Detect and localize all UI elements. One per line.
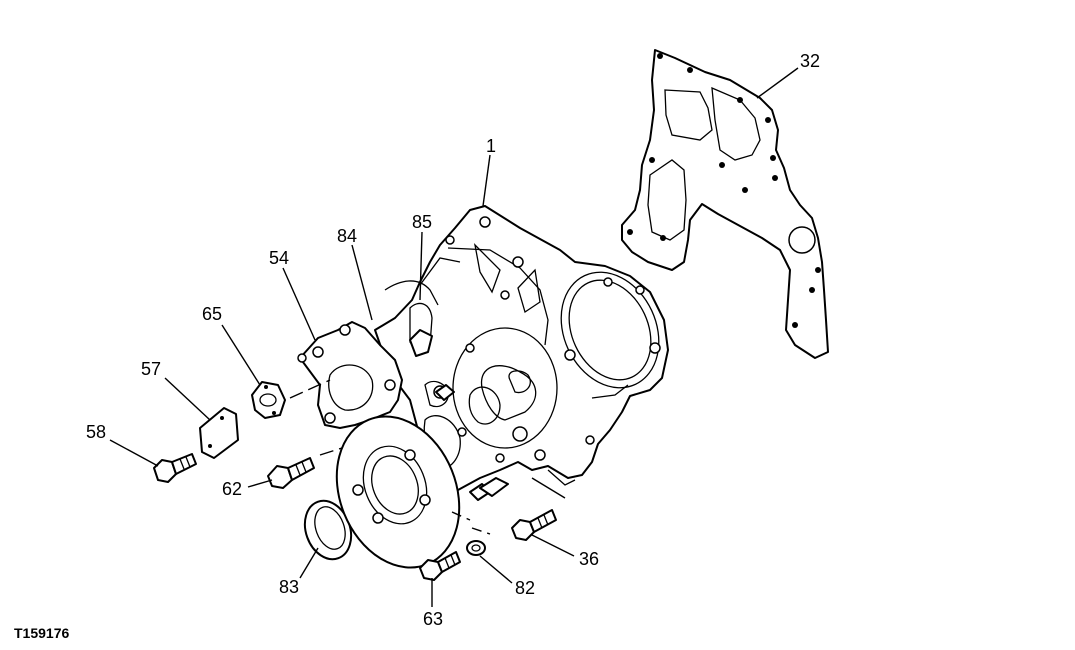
fittings	[435, 384, 509, 501]
leader-lines	[109, 67, 799, 607]
bolt-part-36	[511, 509, 557, 541]
figure-id: T159176	[14, 625, 69, 641]
pump-housing-part-54	[297, 321, 449, 429]
callout-57: 57	[141, 359, 161, 379]
washer-part-82	[466, 540, 486, 556]
callout-32: 32	[800, 51, 820, 71]
callout-83: 83	[279, 577, 299, 597]
cover-plate-part-57	[199, 407, 239, 459]
bolt-part-63	[419, 551, 461, 581]
callout-63: 63	[423, 609, 443, 629]
callout-36: 36	[579, 549, 599, 569]
gasket-part-65	[251, 381, 286, 419]
front-housing-part-1	[374, 205, 669, 491]
bolt-part-58	[153, 453, 197, 483]
callout-85: 85	[412, 212, 432, 232]
callout-1: 1	[486, 136, 496, 156]
alignment-lines	[289, 379, 566, 535]
callout-62: 62	[222, 479, 242, 499]
callout-58: 58	[86, 422, 106, 442]
callout-84: 84	[337, 226, 357, 246]
callout-54: 54	[269, 248, 289, 268]
callout-labels: 1 32 85 84 54 65 57 58 62 83 63 82 36	[86, 51, 820, 629]
callout-65: 65	[202, 304, 222, 324]
dowel-pin-part-85	[409, 329, 433, 357]
front-cover-disk	[335, 415, 461, 569]
callout-82: 82	[515, 578, 535, 598]
bolt-part-62	[267, 457, 315, 489]
gasket-part-32	[621, 49, 829, 359]
